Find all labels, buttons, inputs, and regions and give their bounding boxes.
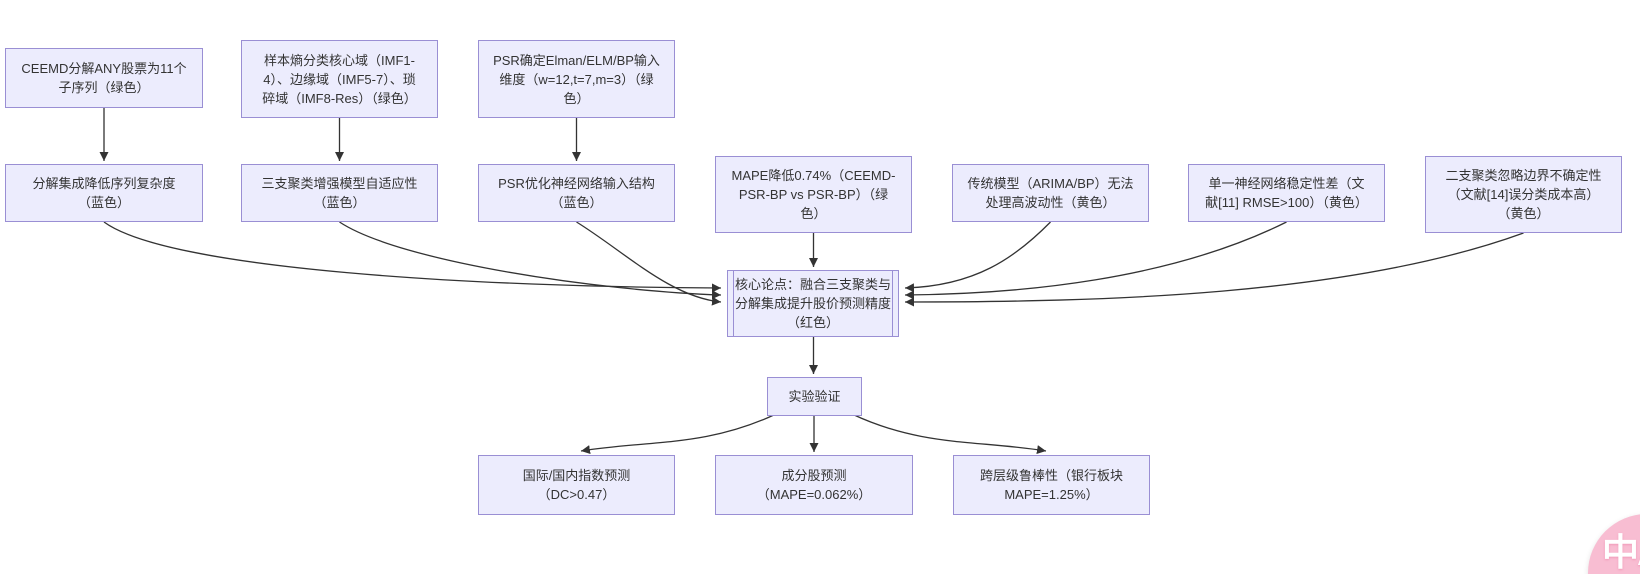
- node-twoway-cluster-limit: 二支聚类忽略边界不确定性 （文献[14]误分类成本高） （黄色）: [1425, 156, 1622, 233]
- edge-adaptive-to-core: [339, 221, 722, 300]
- node-experiment-validation: 实验验证: [767, 377, 862, 416]
- node-core-thesis: 核心论点：融合三支聚类与 分解集成提升股价预测精度 （红色）: [727, 270, 899, 337]
- node-decompose-complexity: 分解集成降低序列复杂度 （蓝色）: [5, 164, 203, 222]
- node-sample-entropy-domains: 样本熵分类核心域（IMF1- 4）、边缘域（IMF5-7）、琐 碎域（IMF8-…: [241, 40, 438, 118]
- node-index-prediction: 国际/国内指数预测 （DC>0.47）: [478, 455, 675, 515]
- edge-experiment-to-index: [580, 413, 777, 455]
- node-mape-improvement: MAPE降低0.74%（CEEMD- PSR-BP vs PSR-BP）（绿 色…: [715, 156, 912, 233]
- edge-singlenn-to-core: [904, 221, 1287, 300]
- node-traditional-model-limit: 传统模型（ARIMA/BP）无法 处理高波动性（黄色）: [952, 164, 1149, 222]
- node-psr-input-structure: PSR优化神经网络输入结构 （蓝色）: [478, 164, 675, 222]
- translate-badge-button[interactable]: 中A: [1588, 514, 1640, 574]
- edge-experiment-to-robustness: [851, 413, 1047, 455]
- node-psr-input-dimension: PSR确定Elman/ELM/BP输入 维度（w=12,t=7,m=3）（绿 色…: [478, 40, 675, 118]
- node-ceemd-decompose: CEEMD分解ANY股票为11个 子序列（绿色）: [5, 48, 203, 108]
- edge-twoway-to-core: [904, 232, 1524, 307]
- edge-traditional-to-core: [904, 221, 1051, 293]
- node-cross-level-robustness: 跨层级鲁棒性（银行板块 MAPE=1.25%）: [953, 455, 1150, 515]
- edge-complexity-to-core: [103, 221, 722, 293]
- node-threeway-adaptivity: 三支聚类增强模型自适应性 （蓝色）: [241, 164, 438, 222]
- node-single-nn-instability: 单一神经网络稳定性差（文 献[11] RMSE>100）（黄色）: [1188, 164, 1385, 222]
- edge-structure-to-core: [576, 221, 722, 306]
- node-constituent-prediction: 成分股预测 （MAPE=0.062%）: [715, 455, 913, 515]
- translate-icon: 中A: [1602, 532, 1640, 573]
